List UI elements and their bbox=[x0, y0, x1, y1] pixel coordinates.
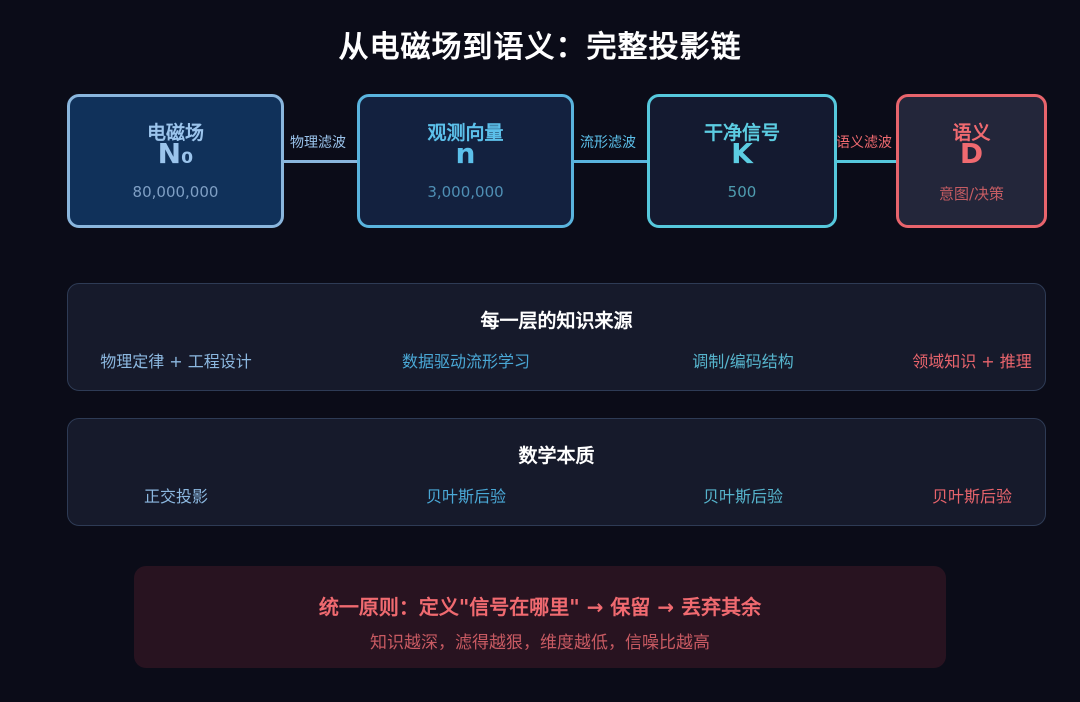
connector-3 bbox=[837, 160, 896, 163]
stage-box-clean-signal: 干净信号 K 500 bbox=[647, 94, 837, 228]
principle-box: 统一原则：定义"信号在哪里" → 保留 → 丢弃其余 知识越深，滤得越狠，维度越… bbox=[134, 566, 946, 668]
stage-box-observation: 观测向量 n 3,000,000 bbox=[357, 94, 574, 228]
stage-value: 3,000,000 bbox=[427, 183, 504, 201]
stage-symbol: D bbox=[959, 137, 984, 170]
stage-box-semantics: 语义 D 意图/决策 bbox=[896, 94, 1047, 228]
stage-name: 干净信号 bbox=[703, 122, 780, 144]
filter-label-physical: 物理滤波 bbox=[290, 135, 346, 151]
knowledge-cell: 物理定律 + 工程设计 bbox=[100, 352, 252, 371]
filter-label-manifold: 流形滤波 bbox=[580, 135, 636, 151]
knowledge-cell: 领域知识 + 推理 bbox=[912, 352, 1032, 371]
stage-box-em-field: 电磁场 N₀ 80,000,000 bbox=[67, 94, 284, 228]
filter-label-semantic: 语义滤波 bbox=[836, 135, 892, 151]
stage-value: 意图/决策 bbox=[938, 185, 1005, 203]
principle-title: 统一原则：定义"信号在哪里" → 保留 → 丢弃其余 bbox=[318, 595, 762, 619]
knowledge-heading: 每一层的知识来源 bbox=[480, 310, 633, 332]
knowledge-panel: 每一层的知识来源 物理定律 + 工程设计 数据驱动流形学习 调制/编码结构 领域… bbox=[67, 283, 1046, 391]
stage-value: 500 bbox=[727, 183, 757, 201]
diagram-title: 从电磁场到语义：完整投影链 bbox=[338, 30, 742, 65]
connector-2 bbox=[574, 160, 647, 163]
stage-name: 语义 bbox=[952, 122, 991, 144]
stage-name: 观测向量 bbox=[427, 122, 504, 144]
math-heading: 数学本质 bbox=[518, 445, 595, 467]
math-cell: 贝叶斯后验 bbox=[931, 487, 1013, 506]
stage-name: 电磁场 bbox=[146, 122, 204, 144]
stage-value: 80,000,000 bbox=[132, 183, 219, 201]
math-cell: 贝叶斯后验 bbox=[425, 487, 507, 506]
math-panel: 数学本质 正交投影 贝叶斯后验 贝叶斯后验 贝叶斯后验 bbox=[67, 418, 1046, 526]
connector-1 bbox=[284, 160, 357, 163]
knowledge-cell: 调制/编码结构 bbox=[692, 352, 794, 371]
principle-subtitle: 知识越深，滤得越狠，维度越低，信噪比越高 bbox=[370, 633, 710, 653]
stage-symbol: K bbox=[731, 137, 753, 170]
stage-symbol: N₀ bbox=[157, 137, 194, 170]
math-cell: 正交投影 bbox=[143, 487, 209, 506]
math-cell: 贝叶斯后验 bbox=[702, 487, 784, 506]
knowledge-cell: 数据驱动流形学习 bbox=[401, 352, 531, 371]
stage-symbol: n bbox=[455, 137, 476, 170]
